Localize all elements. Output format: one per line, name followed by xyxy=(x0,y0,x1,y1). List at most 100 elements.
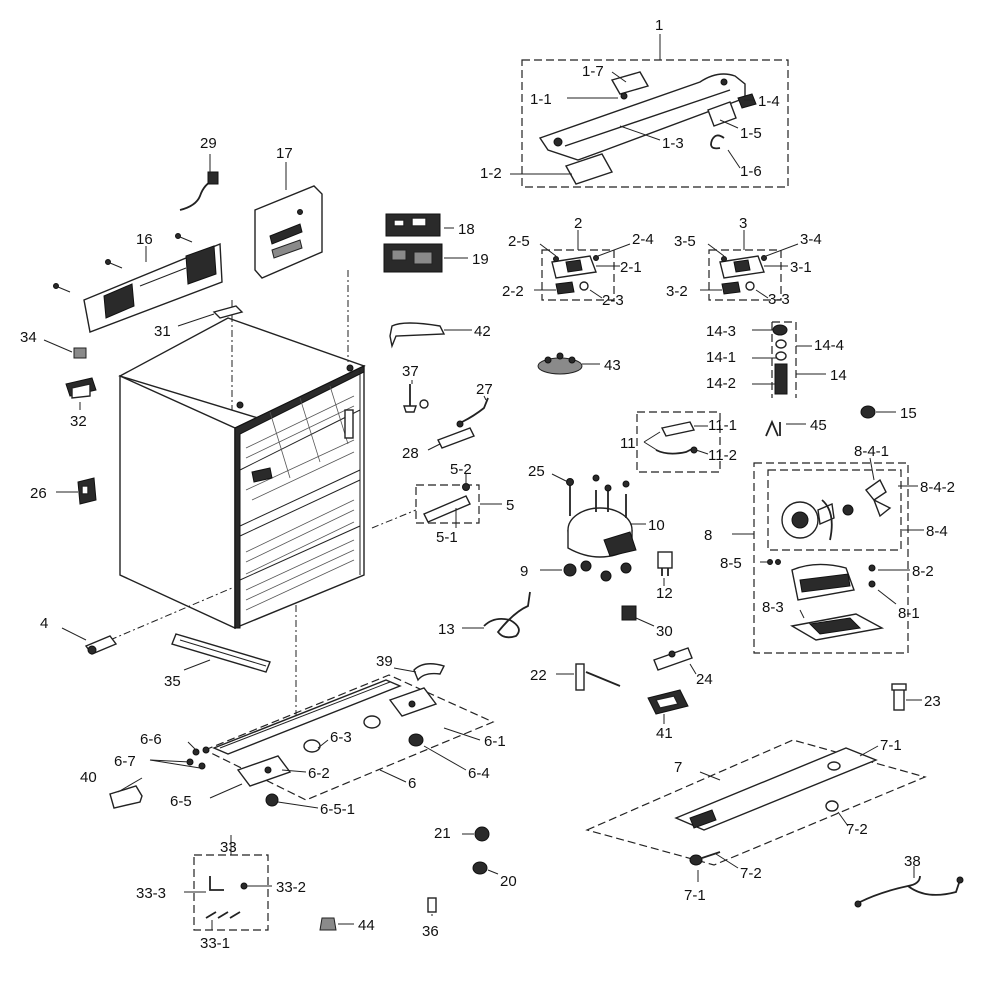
control-board-cover xyxy=(254,185,323,279)
label-part-36: 36 xyxy=(422,923,439,940)
label-part-39: 39 xyxy=(376,653,393,670)
label-part-8: 8 xyxy=(704,527,712,544)
label-part-31: 31 xyxy=(154,323,171,340)
group-box-3 xyxy=(708,249,782,301)
dryer-22 xyxy=(575,663,621,691)
cover-strip-35 xyxy=(171,633,271,673)
base-plate-7 xyxy=(674,747,878,866)
label-part-34: 34 xyxy=(20,329,37,346)
label-part-5-2: 5-2 xyxy=(450,461,472,478)
label-part-1-4: 1-4 xyxy=(758,93,780,110)
label-part-45: 45 xyxy=(810,417,827,434)
label-part-43: 43 xyxy=(604,357,621,374)
wire-bracket xyxy=(389,322,446,349)
bracket-41 xyxy=(647,689,689,715)
label-part-2-5: 2-5 xyxy=(508,233,530,250)
label-part-8-2: 8-2 xyxy=(912,563,934,580)
base-rail-6 xyxy=(186,679,438,807)
label-part-14-3: 14-3 xyxy=(706,323,736,340)
label-part-6-4: 6-4 xyxy=(468,765,490,782)
label-part-33-1: 33-1 xyxy=(200,935,230,952)
middle-hinge-left xyxy=(551,255,599,295)
overload-12 xyxy=(657,551,673,576)
bracket-26 xyxy=(77,477,97,505)
cap-21 xyxy=(474,826,490,842)
fitting-44 xyxy=(319,917,337,931)
clip-28 xyxy=(437,427,475,449)
group-box-8-4 xyxy=(767,469,902,551)
power-cord-connector xyxy=(179,171,219,211)
label-part-6-2: 6-2 xyxy=(308,765,330,782)
middle-hinge-right xyxy=(719,255,767,295)
group-box-8 xyxy=(753,462,909,654)
label-part-7-1-top: 7-1 xyxy=(880,737,902,754)
corner-cap-40 xyxy=(109,785,143,809)
label-part-5-1: 5-1 xyxy=(436,529,458,546)
label-part-17: 17 xyxy=(276,145,293,162)
relay-30 xyxy=(621,605,637,621)
label-part-13: 13 xyxy=(438,621,455,638)
label-part-8-1: 8-1 xyxy=(898,605,920,622)
label-part-6: 6 xyxy=(408,775,416,792)
corner-cap-39 xyxy=(413,663,445,682)
group-box-5 xyxy=(415,484,480,524)
label-part-1-1: 1-1 xyxy=(530,91,552,108)
label-part-29: 29 xyxy=(200,135,217,152)
label-part-22: 22 xyxy=(530,667,547,684)
label-part-3-4: 3-4 xyxy=(800,231,822,248)
label-part-1: 1 xyxy=(655,17,663,34)
label-part-20: 20 xyxy=(500,873,517,890)
label-part-8-4: 8-4 xyxy=(926,523,948,540)
label-part-42: 42 xyxy=(474,323,491,340)
valve-24 xyxy=(653,647,693,671)
label-part-25: 25 xyxy=(528,463,545,480)
label-part-7: 7 xyxy=(674,759,682,776)
part-number-labels: 1 1-7 1-1 1-4 1-5 1-3 1-6 1-2 2 2-5 2-4 … xyxy=(20,17,955,952)
label-part-11-1: 11-1 xyxy=(708,417,737,434)
label-part-3: 3 xyxy=(739,215,747,232)
label-part-8-4-2: 8-4-2 xyxy=(920,479,955,496)
label-part-8-3: 8-3 xyxy=(762,599,784,616)
label-part-35: 35 xyxy=(164,673,181,690)
label-part-30: 30 xyxy=(656,623,673,640)
label-part-1-7: 1-7 xyxy=(582,63,604,80)
cap-34 xyxy=(73,347,87,359)
label-part-33-2: 33-2 xyxy=(276,879,306,896)
door-stop-4 xyxy=(84,635,118,655)
label-part-14-1: 14-1 xyxy=(706,349,736,366)
label-part-37: 37 xyxy=(402,363,419,380)
screw-36 xyxy=(427,897,437,913)
label-part-12: 12 xyxy=(656,585,673,602)
water-filter-assembly xyxy=(771,321,797,398)
label-part-26: 26 xyxy=(30,485,47,502)
label-part-16: 16 xyxy=(136,231,153,248)
group-box-6 xyxy=(203,674,495,801)
label-part-6-6: 6-6 xyxy=(140,731,162,748)
label-part-21: 21 xyxy=(434,825,451,842)
compressor-10 xyxy=(566,474,637,582)
pcb-main xyxy=(385,213,441,237)
label-part-24: 24 xyxy=(696,671,713,688)
group-box-7 xyxy=(585,739,927,866)
wire-harness-27 xyxy=(456,397,489,428)
condenser-fan-assembly xyxy=(767,478,892,641)
label-part-44: 44 xyxy=(358,917,375,934)
label-part-27: 27 xyxy=(476,381,493,398)
cap-20 xyxy=(472,861,488,875)
label-part-33-3: 33-3 xyxy=(136,885,166,902)
label-part-38: 38 xyxy=(904,853,921,870)
group-box-1 xyxy=(521,59,789,188)
grommet-9 xyxy=(563,563,577,577)
label-part-28: 28 xyxy=(402,445,419,462)
label-part-1-5: 1-5 xyxy=(740,125,762,142)
label-part-6-7: 6-7 xyxy=(114,753,136,770)
label-part-7-2-bottom: 7-2 xyxy=(740,865,762,882)
pcb-inverter xyxy=(383,243,443,273)
connector-11 xyxy=(655,421,698,455)
small-parts-33 xyxy=(205,876,248,919)
label-part-6-1: 6-1 xyxy=(484,733,506,750)
label-part-3-1: 3-1 xyxy=(790,259,812,276)
label-part-11-2: 11-2 xyxy=(708,447,737,464)
label-part-2-4: 2-4 xyxy=(632,231,654,248)
